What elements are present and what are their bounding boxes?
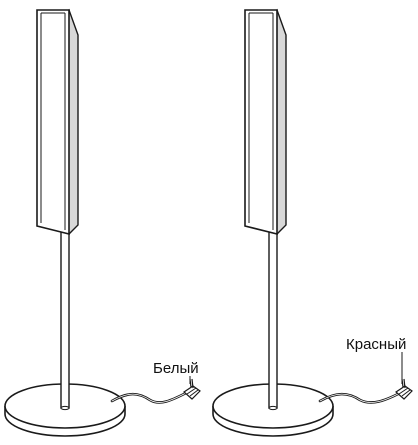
speaker-left-cable-label: Белый (153, 360, 199, 377)
speaker-right: Красный (212, 8, 413, 437)
speaker-left-connector (183, 378, 201, 400)
speaker-right-cable (318, 391, 406, 404)
speaker-right-cable-label: Красный (346, 336, 406, 353)
speaker-right-connector (395, 378, 413, 400)
speaker-right-panel (244, 8, 287, 236)
speaker-left-pole (60, 225, 70, 411)
speaker-right-pole (268, 225, 278, 411)
speaker-left-panel (36, 8, 79, 236)
speaker-left: Белый (4, 8, 201, 437)
speaker-right-base (212, 383, 334, 437)
